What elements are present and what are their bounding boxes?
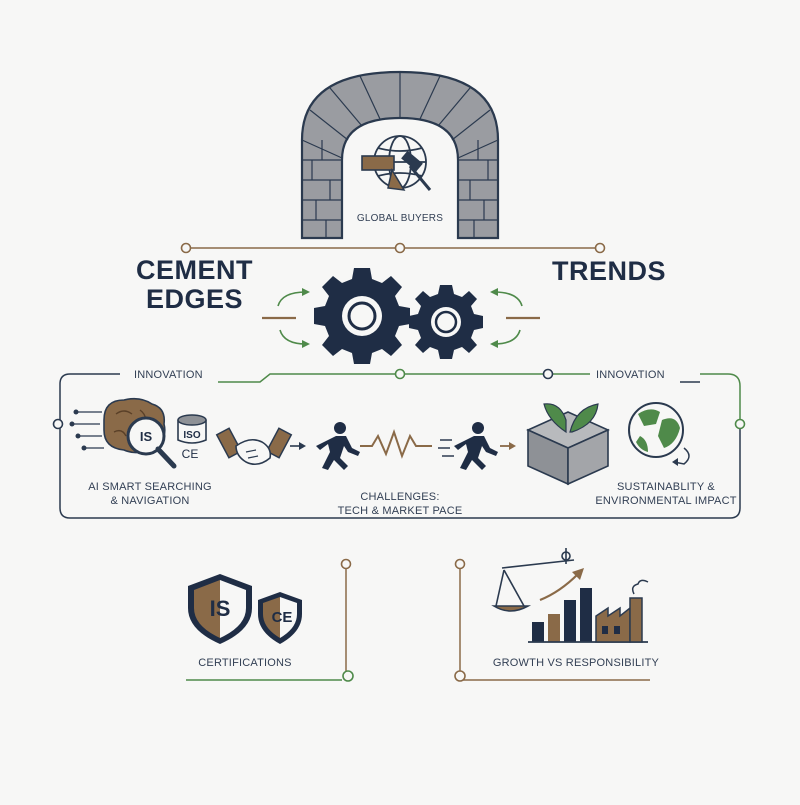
shield-icon: CE: [258, 592, 302, 644]
title-left: CEMENT EDGES: [136, 256, 296, 314]
scales-icon: [491, 548, 575, 612]
hammer-trowel-icon: [361, 150, 432, 191]
iso-barrel-icon: ISO CE: [177, 414, 207, 461]
shield-icon: IS: [188, 574, 252, 644]
cycle-arrows-right: [490, 288, 540, 348]
factory-icon: [595, 579, 649, 643]
zigzag-line: [360, 428, 432, 459]
innovation-panel-frame: [52, 368, 746, 519]
growth-label: GROWTH VS RESPONSIBILITY: [492, 657, 660, 669]
sustainability-line1: SUSTAINABLITY &: [617, 481, 715, 493]
handshake-icon: [215, 427, 306, 466]
shield-ce-mark: CE: [272, 609, 293, 626]
innovation-left-label: INNOVATION: [134, 369, 203, 381]
ai-searching-line2: & NAVIGATION: [110, 495, 190, 507]
bottom-connectors: [186, 558, 650, 682]
leaf-block-icon: [526, 403, 610, 486]
ce-mark: CE: [182, 447, 199, 461]
runner-icon: [438, 422, 516, 470]
challenges-line2: TECH & MARKET PACE: [337, 505, 463, 517]
title-left-line1: CEMENT: [136, 255, 253, 285]
ai-searching-line1: AI SMART SEARCHING: [88, 481, 212, 493]
top-connector: [180, 242, 606, 254]
iso-mark: ISO: [183, 430, 200, 441]
runner-icon: [316, 422, 360, 470]
shield-is-mark: IS: [210, 596, 231, 621]
magnifier-icon: IS: [126, 416, 177, 469]
ai-searching-label: AI SMART SEARCHING & NAVIGATION: [70, 480, 230, 508]
title-left-line2: EDGES: [146, 284, 244, 314]
gears-icon: [314, 268, 483, 364]
cycle-arrows-left: [262, 288, 310, 348]
certifications-label: CERTIFICATIONS: [198, 657, 292, 669]
bar-chart-icon: [528, 568, 648, 643]
challenges-label: CHALLENGES: TECH & MARKET PACE: [320, 490, 480, 518]
innovation-right-label: INNOVATION: [596, 369, 665, 381]
global-buyers-label: GLOBAL BUYERS: [356, 213, 444, 224]
sustainability-line2: ENVIRONMENTAL IMPACT: [595, 495, 737, 507]
title-right: TRENDS: [552, 256, 667, 286]
challenges-line1: CHALLENGES:: [360, 491, 440, 503]
sustainability-label: SUSTAINABLITY & ENVIRONMENTAL IMPACT: [576, 480, 756, 508]
earth-icon: [628, 402, 690, 466]
is-mark: IS: [140, 429, 153, 444]
